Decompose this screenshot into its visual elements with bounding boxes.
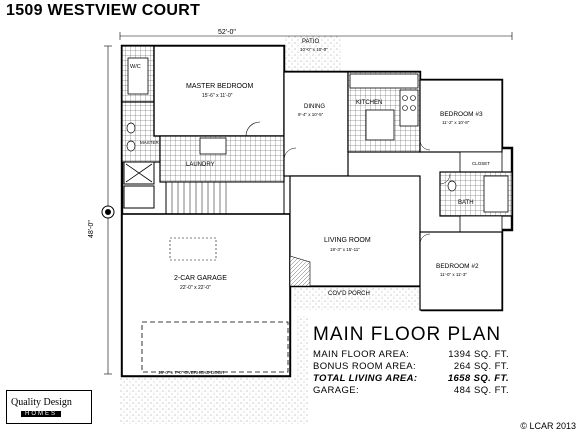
patio-slab: [284, 36, 342, 72]
copyright-text: © LCAR 2013: [520, 421, 576, 431]
quality-design-logo: Quality Design HOMES: [6, 390, 92, 424]
living-room: [289, 175, 421, 287]
master-bedroom-label: MASTER BEDROOM: [186, 83, 253, 90]
stat-value: 1658 SQ. FT.: [447, 373, 509, 384]
logo-top-text: Quality Design: [11, 397, 72, 408]
stat-main-floor: MAIN FLOOR AREA: 1394 SQ. FT.: [313, 349, 509, 360]
garage-size: 22'-0" x 22'-0": [180, 285, 211, 291]
stat-value: 484 SQ. FT.: [453, 385, 509, 396]
dryer-icon: [123, 185, 155, 209]
range-icon: [399, 89, 419, 127]
dining-label: DINING: [304, 104, 325, 110]
bedroom-2-size: 11'-0" x 11'-3": [440, 272, 467, 277]
fireplace-hearth: [289, 255, 311, 287]
page-title: 1509 WESTVIEW COURT: [6, 2, 201, 19]
overhead-door-outline: [141, 321, 289, 373]
patio-label: PATIO: [302, 39, 319, 45]
dining-area: [283, 71, 349, 177]
stairs: [165, 181, 285, 215]
living-room-label: LIVING ROOM: [324, 237, 371, 244]
master-bath-label: MASTER BATH: [140, 140, 172, 145]
bath-label: BATH: [458, 200, 474, 206]
stat-value: 264 SQ. FT.: [453, 361, 509, 372]
stat-label: MAIN FLOOR AREA:: [313, 349, 410, 360]
stat-garage: GARAGE: 484 SQ. FT.: [313, 385, 509, 396]
bedroom-3-label: BEDROOM #3: [440, 111, 483, 118]
wic-label: W/C: [130, 64, 141, 70]
walkway: [296, 316, 308, 424]
bedroom-2-label: BEDROOM #2: [436, 263, 479, 270]
living-room-size: 18'-3" x 15'-11": [330, 247, 360, 252]
bath-sink-icon: [447, 180, 457, 192]
stat-value: 1394 SQ. FT.: [448, 349, 509, 360]
bedroom-3: [419, 79, 503, 153]
bedroom-2: [419, 231, 503, 311]
toilet-icon: [126, 122, 136, 134]
kitchen-counter: [349, 73, 419, 89]
kitchen-label: KITCHEN: [356, 100, 382, 106]
stat-label: BONUS ROOM AREA:: [313, 361, 417, 372]
overall-width-label: 52'-0": [218, 29, 236, 36]
master-bedroom-size: 15'-6" x 11'-0": [202, 93, 233, 99]
bedroom-3-size: 11'-2" x 10'-8": [442, 120, 470, 125]
door-swing: [245, 121, 261, 137]
dining-size: 9'-4" x 10'-5": [298, 112, 324, 117]
plan-title: MAIN FLOOR PLAN: [313, 324, 502, 345]
door-swings: [283, 139, 451, 245]
bath-closet: [459, 215, 503, 233]
stat-bonus-room: BONUS ROOM AREA: 264 SQ. FT.: [313, 361, 509, 372]
patio-size: 10'-0" x 10'-0": [300, 47, 328, 52]
laundry-label: LAUNDRY: [186, 162, 215, 168]
overall-depth-label: 48'-0": [88, 220, 95, 238]
sink-icon: [126, 140, 136, 152]
master-bedroom: [153, 45, 285, 137]
garage-label: 2-CAR GARAGE: [174, 275, 227, 282]
driveway-area: [120, 378, 306, 424]
bathtub-icon: [483, 175, 509, 213]
logo-bottom-text: HOMES: [21, 411, 62, 417]
kitchen-island: [365, 109, 395, 141]
stat-label: TOTAL LIVING AREA:: [313, 373, 418, 384]
overhead-door-label: 16'-0" x 7'-0" OVERHEAD DOOR: [158, 370, 225, 375]
closet-label: CLOSET: [472, 161, 490, 166]
stat-total-living: TOTAL LIVING AREA: 1658 SQ. FT.: [313, 373, 509, 384]
stat-label: GARAGE:: [313, 385, 360, 396]
porch-label: COV'D PORCH: [328, 291, 370, 297]
porch-slab: [294, 286, 422, 310]
